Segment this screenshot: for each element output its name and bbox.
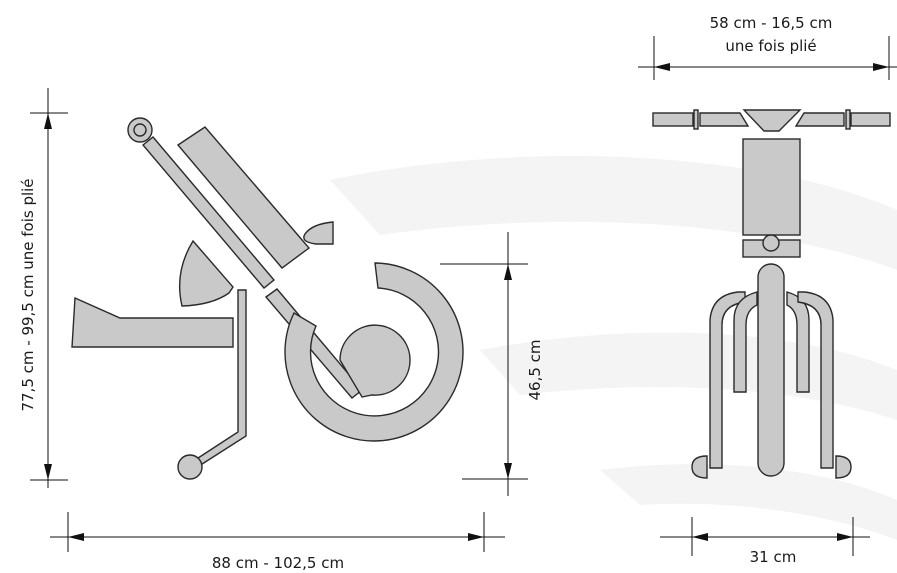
handlebar-arm-left: [699, 112, 750, 127]
front-width-dimension: 58 cm - 16,5 cm une fois plié: [638, 14, 897, 80]
front-leg-inner-right: [786, 291, 810, 393]
front-foot-right: [835, 455, 852, 479]
foot-roller: [177, 454, 203, 480]
steering-tiller: [142, 136, 275, 289]
footrest: [71, 296, 234, 348]
battery-plate: [176, 126, 311, 269]
front-body: [742, 138, 801, 236]
handlebar-clamp-right: [845, 109, 851, 130]
front-wheel: [757, 263, 785, 477]
handlebar-clamp-left: [693, 109, 699, 130]
front-leg-outer-right: [797, 291, 834, 469]
handlebar-stem: [742, 109, 802, 132]
side-height-dimension: 77,5 cm - 99,5 cm une fois plié: [19, 88, 68, 488]
lower-frame-bar: [194, 289, 247, 467]
front-leg-inner-left: [733, 291, 758, 393]
side-length-dimension: 88 cm - 102,5 cm: [50, 512, 505, 572]
wheel-height-dimension: 46,5 cm: [440, 232, 544, 496]
front-width-label-line2: une fois plié: [725, 37, 816, 55]
drive-wheel: [284, 262, 464, 442]
side-view-product: [71, 117, 464, 480]
front-base-label: 31 cm: [750, 548, 797, 566]
front-view-product: [652, 109, 891, 479]
front-foot-left: [691, 455, 708, 479]
front-light: [303, 221, 334, 245]
side-fender: [178, 239, 234, 307]
handle-knob-inner: [133, 123, 147, 137]
front-base-dimension: 31 cm: [660, 517, 870, 566]
handlebar-grip-right: [850, 112, 891, 127]
handlebar-arm-right: [794, 112, 845, 127]
handlebar-grip-left: [652, 112, 694, 127]
side-height-label: 77,5 cm - 99,5 cm une fois plié: [19, 178, 37, 411]
front-clamp-hole: [762, 234, 780, 252]
wheel-height-label: 46,5 cm: [526, 339, 544, 400]
background-swoosh: [330, 156, 897, 540]
front-width-label-line1: 58 cm - 16,5 cm: [710, 14, 833, 32]
wheel-hub: [339, 324, 411, 398]
side-length-label: 88 cm - 102,5 cm: [212, 554, 344, 572]
